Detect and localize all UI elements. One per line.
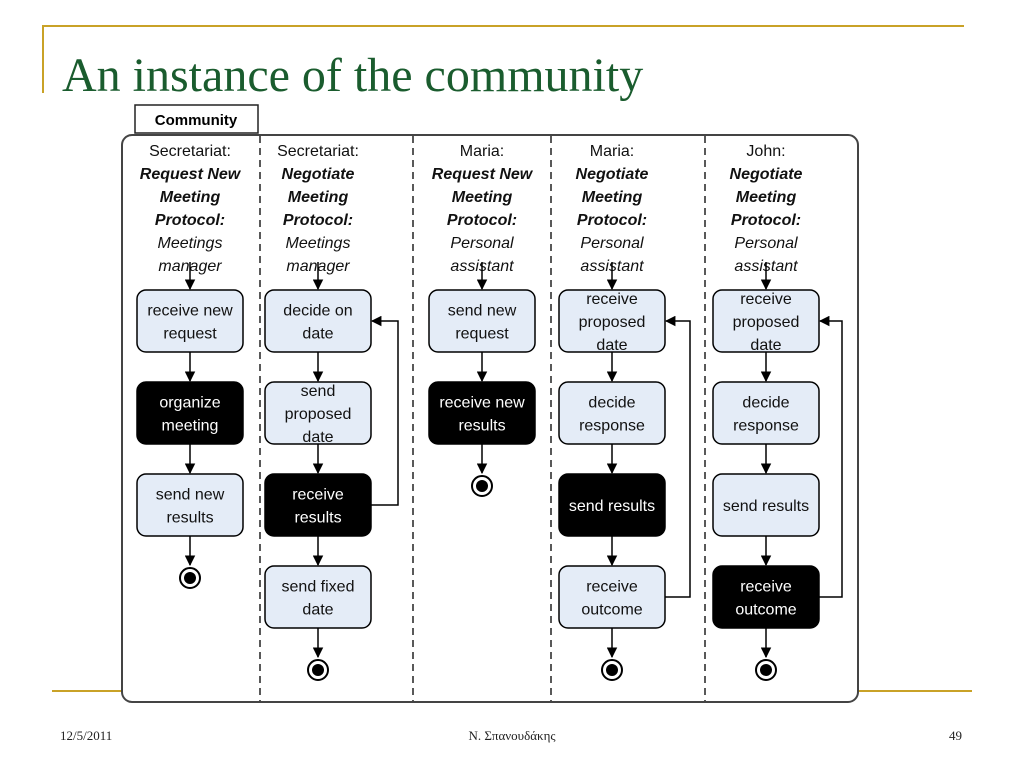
lane-header-line: Personal xyxy=(580,235,644,252)
activity-box xyxy=(558,381,666,445)
lane-header-line: Meeting xyxy=(160,189,221,206)
activity-label: date xyxy=(302,429,333,446)
activity-label: results xyxy=(294,510,341,527)
activity-label: proposed xyxy=(285,406,352,423)
activity-label: send results xyxy=(723,498,809,515)
activity-label: send results xyxy=(569,498,655,515)
activity-box xyxy=(264,289,372,353)
loop-back-arrow xyxy=(818,315,843,598)
activity-box xyxy=(428,381,536,445)
lane-header-line: Meeting xyxy=(288,189,349,206)
lane-header-line: Protocol: xyxy=(577,212,647,229)
activity-box xyxy=(558,565,666,629)
lane-header-line: Personal xyxy=(734,235,798,252)
activity-box xyxy=(264,565,372,629)
activity-label: receive xyxy=(586,579,638,596)
activity-label: results xyxy=(458,418,505,435)
lane-header-line: Negotiate xyxy=(576,166,649,183)
activity-label: proposed xyxy=(579,314,646,331)
activity-box xyxy=(136,289,244,353)
lane-header-line: Maria: xyxy=(460,143,504,160)
activity-label: receive xyxy=(292,487,344,504)
activity-label: receive new xyxy=(439,395,525,412)
activity-box xyxy=(136,473,244,537)
activity-label: receive new xyxy=(147,303,233,320)
activity-label: decide xyxy=(742,395,789,412)
activity-label: response xyxy=(733,418,799,435)
final-node-inner xyxy=(184,572,196,584)
final-node-inner xyxy=(760,664,772,676)
activity-label: meeting xyxy=(162,418,219,435)
loop-back-arrow xyxy=(370,315,399,506)
activity-box xyxy=(136,381,244,445)
activity-label: request xyxy=(163,326,217,343)
lane-header-line: Protocol: xyxy=(731,212,801,229)
footer-date: 12/5/2011 xyxy=(60,728,113,743)
activity-label: results xyxy=(166,510,213,527)
activity-label: receive xyxy=(740,291,792,308)
diagram-label-box xyxy=(134,104,259,134)
activity-box xyxy=(712,381,820,445)
lane-header-line: Secretariat: xyxy=(277,143,359,160)
activity-label: outcome xyxy=(735,602,796,619)
lane-header-line: Protocol: xyxy=(283,212,353,229)
activity-label: response xyxy=(579,418,645,435)
diagram-label: Community xyxy=(155,112,238,129)
activity-label: decide xyxy=(588,395,635,412)
activity-label: send new xyxy=(156,487,225,504)
lane-header-line: John: xyxy=(746,143,785,160)
lane-header-line: Protocol: xyxy=(155,212,225,229)
lane-header-line: Meeting xyxy=(582,189,643,206)
title-bracket-vertical xyxy=(42,25,44,93)
slide-title: An instance of the community xyxy=(62,49,644,102)
final-node-inner xyxy=(476,480,488,492)
loop-back-arrow xyxy=(664,315,691,598)
activity-label: receive xyxy=(740,579,792,596)
activity-label: send xyxy=(301,383,336,400)
activity-label: date xyxy=(302,326,333,343)
lane-header-line: Negotiate xyxy=(282,166,355,183)
activity-label: date xyxy=(596,337,627,354)
activity-box xyxy=(264,473,372,537)
activity-label: decide on xyxy=(283,303,352,320)
activity-label: outcome xyxy=(581,602,642,619)
lane-header-line: Maria: xyxy=(590,143,634,160)
activity-label: date xyxy=(302,602,333,619)
footer-rule-left xyxy=(52,690,122,692)
activity-label: date xyxy=(750,337,781,354)
lane-header-line: Negotiate xyxy=(730,166,803,183)
footer-page-number: 49 xyxy=(949,728,962,743)
title-bracket-horizontal xyxy=(42,25,964,27)
activity-label: proposed xyxy=(733,314,800,331)
lane-header-line: Meeting xyxy=(736,189,797,206)
final-node-inner xyxy=(312,664,324,676)
lane-header-line: Meetings xyxy=(286,235,351,252)
footer-author: Ν. Σπανουδάκης xyxy=(468,728,556,743)
lane-header-line: Personal xyxy=(450,235,514,252)
lane-header-line: Meeting xyxy=(452,189,513,206)
activity-box xyxy=(712,565,820,629)
activity-label: receive xyxy=(586,291,638,308)
activity-label: organize xyxy=(159,395,220,412)
final-node-inner xyxy=(606,664,618,676)
lane-header-line: Secretariat: xyxy=(149,143,231,160)
activity-box xyxy=(428,289,536,353)
activity-label: send new xyxy=(448,303,517,320)
lane-header-line: Meetings xyxy=(158,235,223,252)
activity-label: send fixed xyxy=(282,579,355,596)
footer-rule-right xyxy=(858,690,972,692)
lane-header-line: Request New xyxy=(140,166,242,183)
activity-label: request xyxy=(455,326,509,343)
lane-header-line: Protocol: xyxy=(447,212,517,229)
lane-header-line: Request New xyxy=(432,166,534,183)
